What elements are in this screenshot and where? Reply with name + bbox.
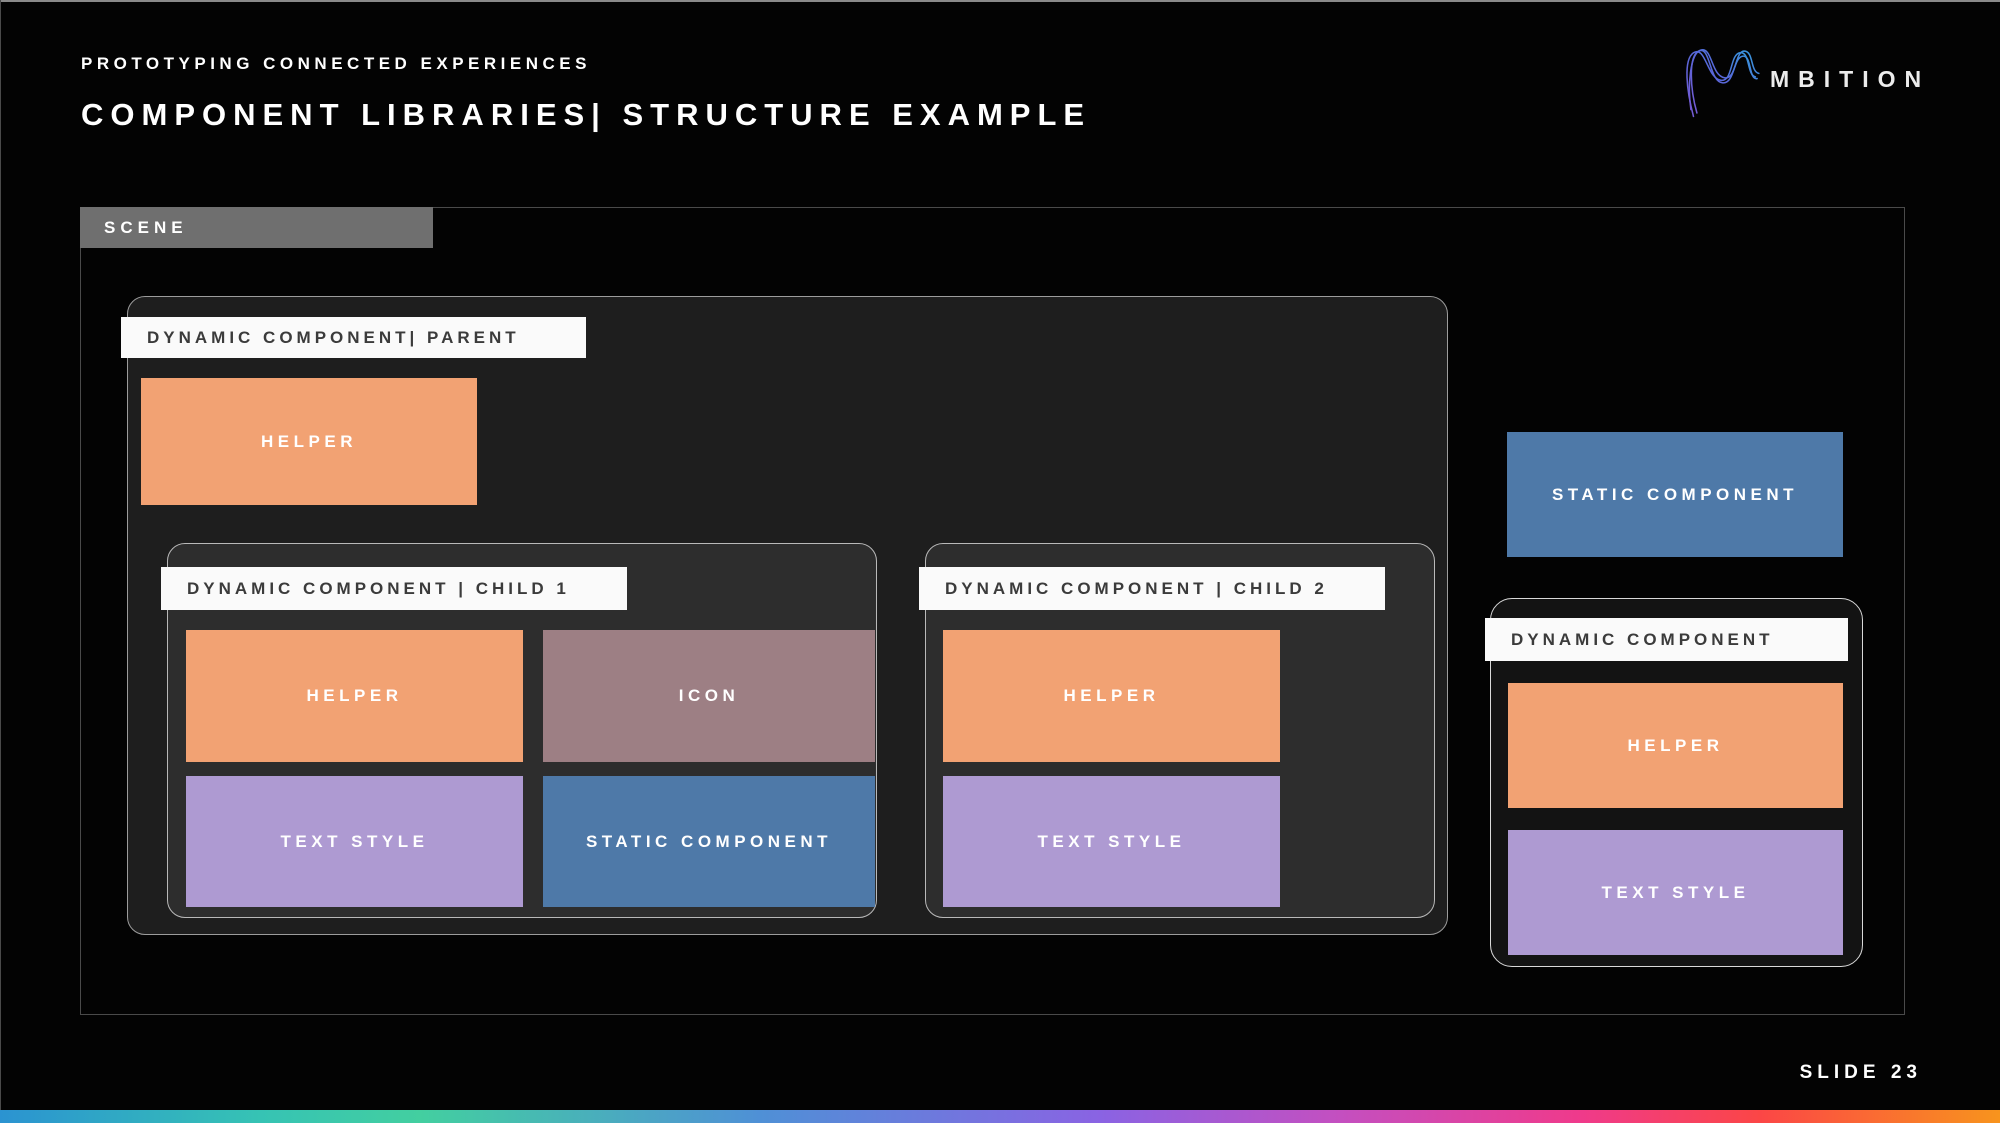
static-component-box: STATIC COMPONENT <box>1507 432 1843 557</box>
child2-text-style-box: TEXT STYLE <box>943 776 1280 907</box>
scene-container <box>80 207 1905 1015</box>
eyebrow-title: PROTOTYPING CONNECTED EXPERIENCES <box>81 54 591 73</box>
child1-helper-box: HELPER <box>186 630 523 762</box>
slide-number: SLIDE 23 <box>1799 1062 1922 1083</box>
dynamic-component-text-style-box: TEXT STYLE <box>1508 830 1843 955</box>
slide-left-edge <box>0 0 1 1123</box>
child1-icon-box: ICON <box>543 630 875 762</box>
child1-text-style-box: TEXT STYLE <box>186 776 523 907</box>
dynamic-component-helper-box: HELPER <box>1508 683 1843 808</box>
page-title: COMPONENT LIBRARIES| STRUCTURE EXAMPLE <box>81 97 1092 132</box>
child1-static-component-box: STATIC COMPONENT <box>543 776 875 907</box>
mbition-logo: MBITION <box>1678 30 1938 122</box>
child2-helper-box: HELPER <box>943 630 1280 762</box>
logo-wordmark: MBITION <box>1770 66 1931 92</box>
logo-wave-m-icon <box>1686 49 1760 118</box>
dynamic-component-label: DYNAMIC COMPONENT <box>1485 618 1848 661</box>
slide-top-edge <box>0 0 2000 2</box>
dynamic-component-parent-label: DYNAMIC COMPONENT| PARENT <box>121 317 586 358</box>
dynamic-component-child2-label: DYNAMIC COMPONENT | CHILD 2 <box>919 567 1385 610</box>
footer-gradient-bar <box>0 1110 2000 1123</box>
scene-tab: SCENE <box>80 207 433 248</box>
dynamic-component-child1-label: DYNAMIC COMPONENT | CHILD 1 <box>161 567 627 610</box>
parent-helper-box: HELPER <box>141 378 477 505</box>
